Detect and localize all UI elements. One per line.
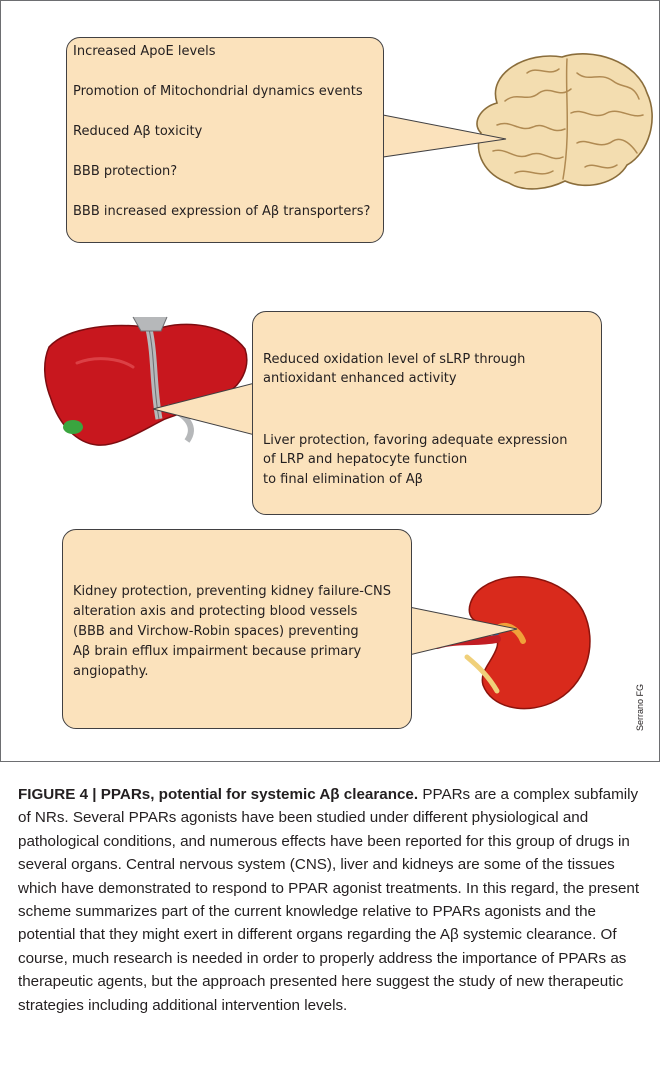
liver-effect-line: antioxidant enhanced activity [263, 371, 457, 386]
liver-effect-line: to final elimination of Aβ [263, 472, 423, 487]
brain-effect-line: BBB increased expression of Aβ transport… [73, 204, 370, 219]
liver-effect-line: Reduced oxidation level of sLRP through [263, 352, 525, 367]
liver-effect-line: Liver protection, favoring adequate expr… [263, 433, 568, 448]
figure-caption: FIGURE 4 | PPARs, potential for systemic… [18, 783, 648, 1017]
brain-effect-line: Increased ApoE levels [73, 44, 216, 59]
kidney-effect-line: Aβ brain efflux impairment because prima… [73, 644, 361, 659]
brain-effect-line: Reduced Aβ toxicity [73, 124, 202, 139]
caption-label: FIGURE 4 | PPARs, potential for systemic… [18, 786, 418, 803]
brain-effect-line: BBB protection? [73, 164, 177, 179]
illustrator-credit: Serrano FG [635, 684, 645, 731]
kidney-callout-pointer [405, 601, 525, 661]
caption-text: PPARs are a complex subfamily of NRs. Se… [18, 786, 639, 1014]
kidney-effects-callout: Kidney protection, preventing kidney fai… [62, 529, 412, 729]
kidney-effect-line: angiopathy. [73, 664, 149, 679]
liver-callout-pointer [151, 379, 261, 439]
brain-effect-line: Promotion of Mitochondrial dynamics even… [73, 84, 363, 99]
brain-callout-pointer [371, 111, 511, 161]
kidney-effect-line: (BBB and Virchow-Robin spaces) preventin… [73, 624, 359, 639]
liver-effects-callout: Reduced oxidation level of sLRP through … [252, 311, 602, 515]
figure-frame: Increased ApoE levels Promotion of Mitoc… [0, 0, 660, 762]
liver-effect-line: of LRP and hepatocyte function [263, 452, 467, 467]
kidney-effect-line: Kidney protection, preventing kidney fai… [73, 584, 391, 599]
kidney-effect-line: alteration axis and protecting blood ves… [73, 604, 357, 619]
brain-effects-callout: Increased ApoE levels Promotion of Mitoc… [66, 37, 384, 243]
